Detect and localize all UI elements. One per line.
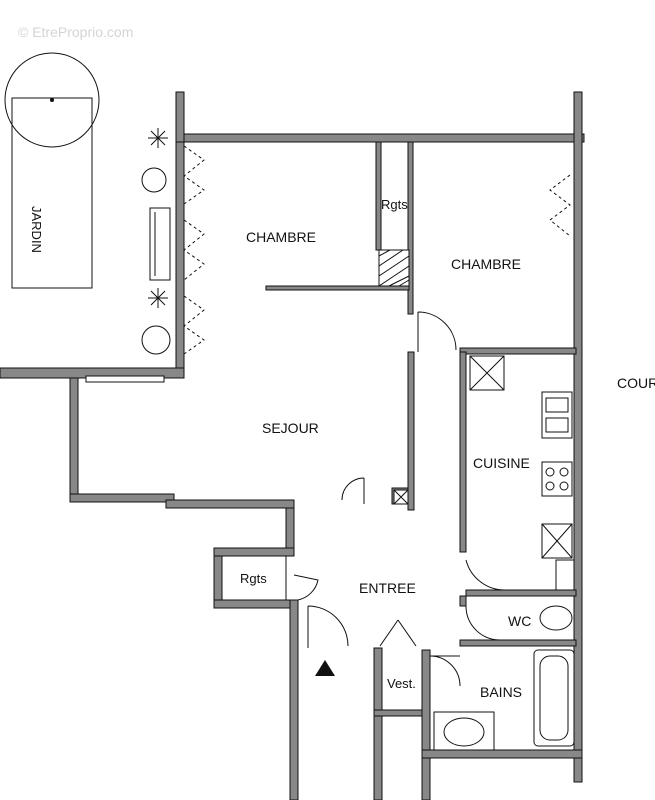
outside-label-cour: COUR — [617, 375, 655, 391]
room-label-rgts: Rgts — [381, 197, 408, 212]
doors — [293, 311, 507, 687]
flower-icon — [148, 128, 168, 148]
room-label-sejour: SEJOUR — [262, 420, 319, 436]
shrub-icon — [141, 167, 167, 193]
outside-label-jardin: JARDIN — [29, 206, 44, 253]
kitchen-fixtures — [469, 355, 575, 591]
entrance-arrow-icon — [315, 660, 335, 676]
toilet-icon — [539, 605, 573, 631]
bath-fixtures — [433, 605, 575, 751]
stove-icon — [541, 461, 573, 497]
tree-icon — [4, 52, 100, 148]
room-label-rgts: Rgts — [240, 571, 267, 586]
garden-bed — [11, 97, 93, 289]
windows — [85, 145, 571, 383]
flower-icon — [148, 288, 168, 308]
room-label-vest: Vest. — [387, 676, 416, 691]
room-label-entree: ENTREE — [359, 580, 416, 596]
garden — [0, 52, 100, 369]
room-label-bains: BAINS — [480, 684, 523, 700]
room-label-chambre: CHAMBRE — [246, 229, 317, 245]
room-label-wc: WC — [508, 613, 532, 629]
watermark: © EtreProprio.com — [18, 24, 134, 40]
room-label-chambre: CHAMBRE — [451, 256, 522, 272]
interior-walls — [221, 141, 577, 647]
shrub-icon — [141, 325, 171, 355]
exterior-walls — [0, 91, 585, 800]
room-label-cuisine: CUISINE — [473, 455, 530, 471]
plants — [141, 128, 171, 355]
